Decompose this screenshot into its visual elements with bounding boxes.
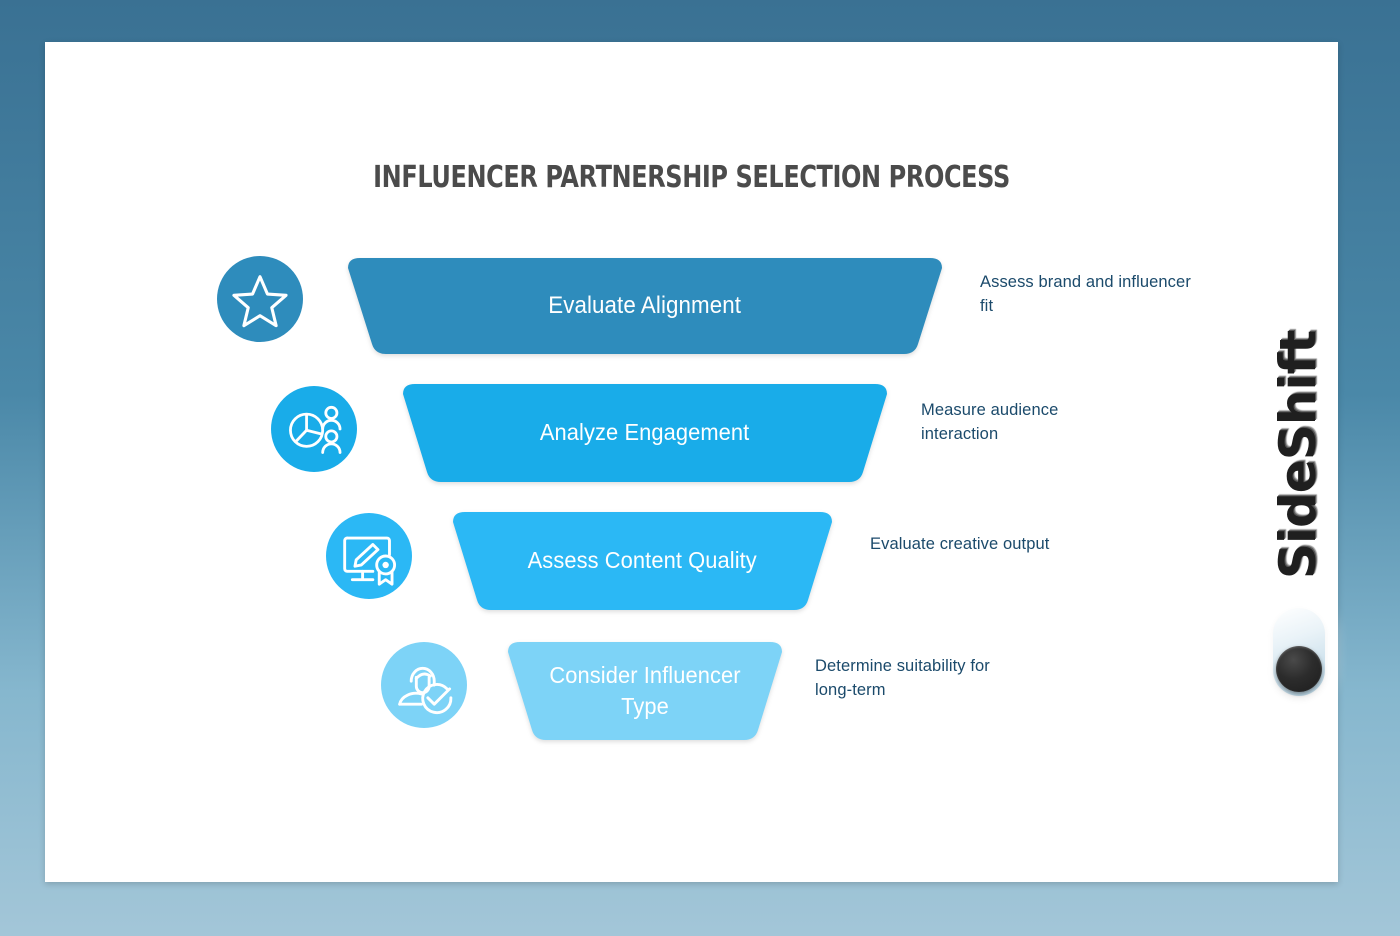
audience-chart-icon-circle [271, 386, 357, 472]
funnel-segment-3[interactable]: Assess Content Quality [445, 512, 840, 610]
funnel-label-1: Evaluate Alignment [548, 292, 742, 320]
funnel-description-2: Measure audience interaction [921, 401, 1059, 444]
star-icon-circle [217, 256, 303, 342]
funnel-segment-4[interactable]: Consider Influencer Type [500, 642, 790, 740]
design-award-icon-circle [326, 513, 412, 599]
person-check-icon [398, 666, 453, 714]
brand-name: SideShift [1269, 330, 1327, 580]
funnel-diagram: Evaluate Alignment Assess brand and infl… [45, 42, 1338, 882]
funnel-description-1: Assess brand and influencer fit [980, 273, 1191, 316]
funnel-label-3: Assess Content Quality [527, 547, 758, 574]
funnel-shape-3 [453, 512, 832, 610]
star-icon [232, 275, 288, 328]
funnel-label-4: Consider Influencer Type [549, 661, 741, 719]
slide-canvas: INFLUENCER PARTNERSHIP SELECTION PROCESS… [45, 42, 1338, 882]
funnel-shape-1 [348, 258, 942, 354]
funnel-segment-1[interactable]: Evaluate Alignment [340, 258, 950, 354]
person-check-icon-circle [381, 642, 467, 728]
design-award-icon [343, 536, 397, 586]
funnel-description-4: Determine suitability for long-term [815, 657, 990, 700]
brand-logo: SideShift [1262, 305, 1334, 605]
funnel-description-3: Evaluate creative output [870, 535, 1050, 553]
funnel-segment-2[interactable]: Analyze Engagement [395, 384, 895, 482]
funnel-shape-2 [403, 384, 887, 482]
audience-chart-icon [289, 405, 342, 454]
toggle-knob[interactable] [1276, 646, 1322, 692]
brand-toggle-switch[interactable] [1273, 608, 1325, 696]
funnel-label-2: Analyze Engagement [540, 419, 750, 446]
page-title: INFLUENCER PARTNERSHIP SELECTION PROCESS [373, 160, 1010, 195]
funnel-shape-4 [508, 642, 782, 740]
